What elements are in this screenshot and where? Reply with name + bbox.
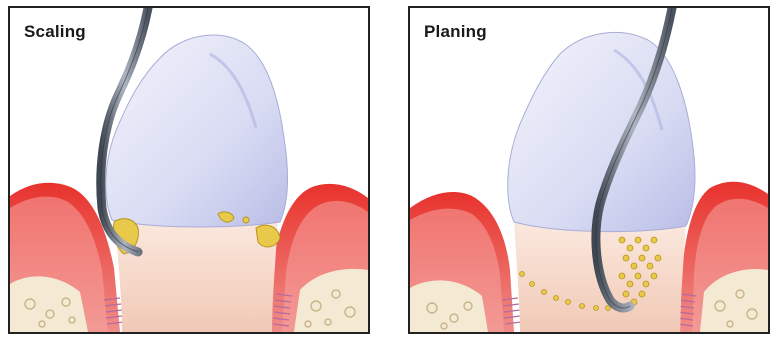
scaling-panel: Scaling xyxy=(8,6,370,334)
planing-panel: Planing xyxy=(408,6,770,334)
planing-label: Planing xyxy=(424,22,487,42)
scaling-label: Scaling xyxy=(24,22,86,42)
planing-illustration xyxy=(410,8,768,332)
scaling-illustration xyxy=(10,8,368,332)
